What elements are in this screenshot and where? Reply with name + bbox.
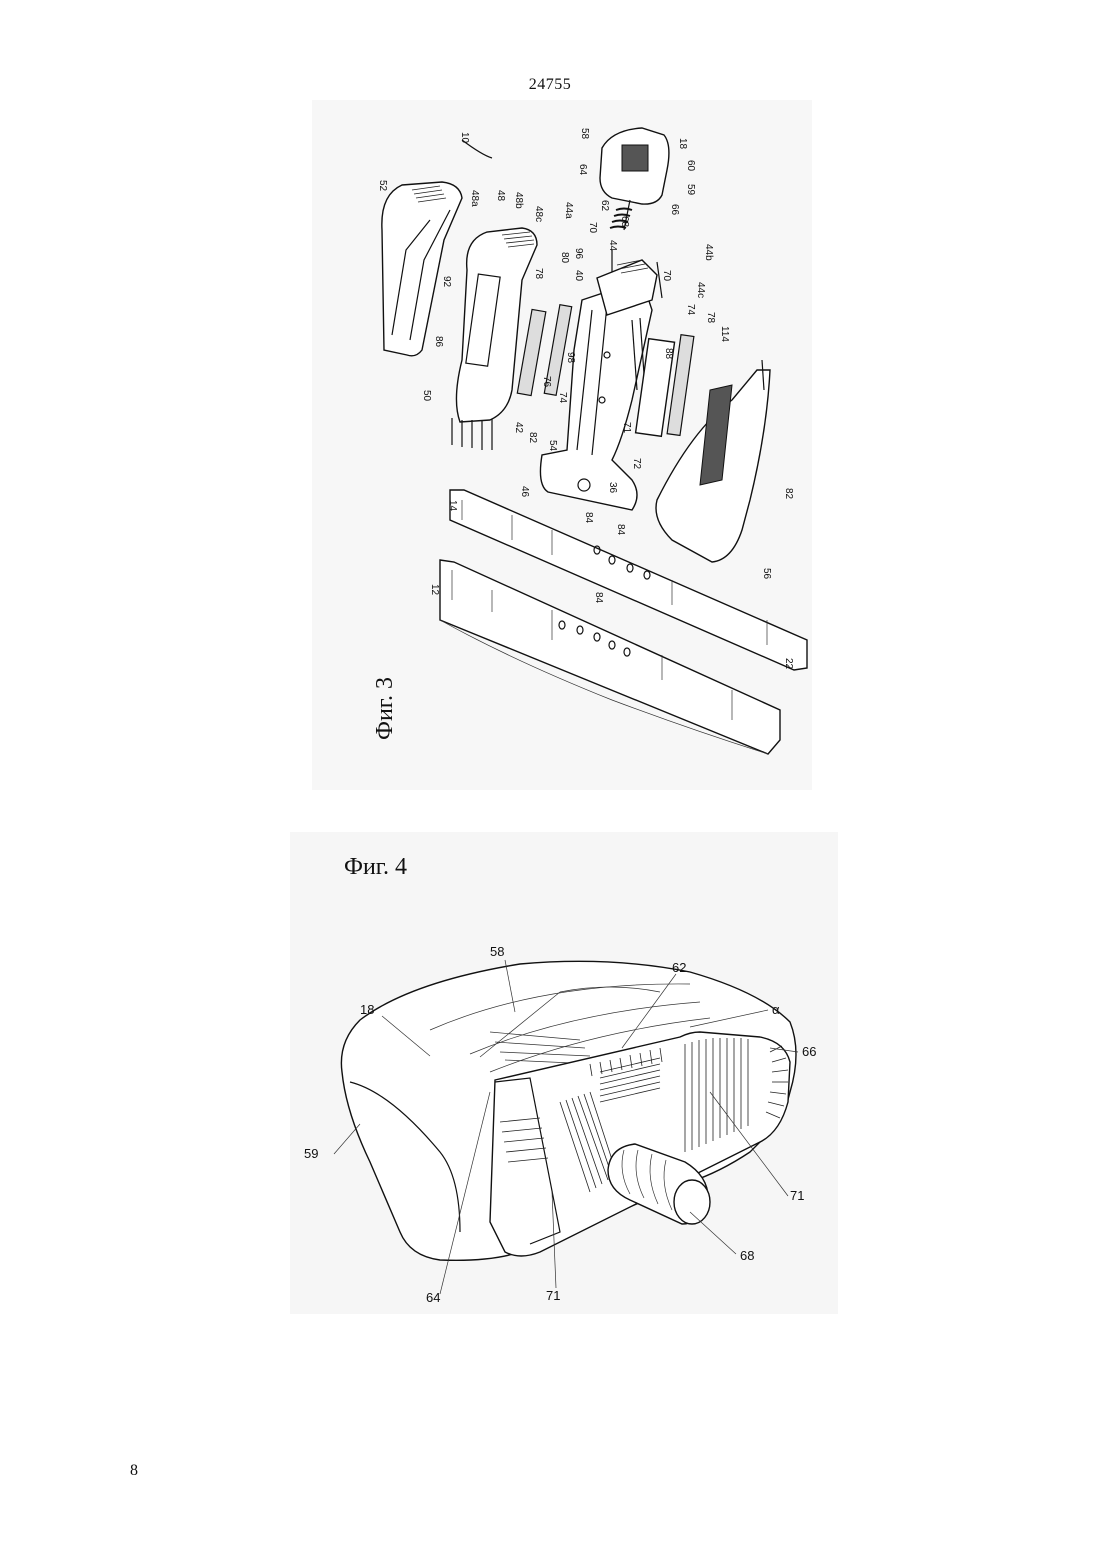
label-66: 66 xyxy=(669,204,680,216)
label-76: 76 xyxy=(541,376,552,388)
label-56: 56 xyxy=(761,568,772,580)
label-62: 62 xyxy=(672,960,686,975)
label-22: 22 xyxy=(783,658,794,670)
label-52: 52 xyxy=(377,180,388,192)
label-12: 12 xyxy=(429,584,440,596)
label-42: 42 xyxy=(513,422,524,434)
label-46: 46 xyxy=(519,486,530,498)
label-71: 71 xyxy=(621,422,632,434)
label-48a: 48a xyxy=(469,190,480,207)
figure-3-drawing: Фиг. 3 xyxy=(312,100,812,790)
label-64: 64 xyxy=(426,1290,440,1305)
label-74-right: 74 xyxy=(685,304,696,316)
figure-4: Фиг. 4 xyxy=(290,832,838,1314)
label-68: 68 xyxy=(619,216,630,228)
label-alpha: α xyxy=(772,1002,780,1017)
label-68: 68 xyxy=(740,1248,754,1263)
label-58: 58 xyxy=(490,944,504,959)
label-66: 66 xyxy=(802,1044,816,1059)
label-70-top: 70 xyxy=(587,222,598,234)
label-80: 80 xyxy=(559,252,570,264)
label-84-mid: 84 xyxy=(615,524,626,536)
label-78-right: 78 xyxy=(705,312,716,324)
label-40: 40 xyxy=(573,270,584,282)
label-48c: 48c xyxy=(533,206,544,222)
label-10: 10 xyxy=(459,132,470,144)
figure-4-drawing: Фиг. 4 xyxy=(290,832,838,1314)
label-36: 36 xyxy=(607,482,618,494)
cap-18 xyxy=(600,128,669,230)
label-62: 62 xyxy=(599,200,610,212)
label-96: 96 xyxy=(573,248,584,260)
label-114: 114 xyxy=(719,326,730,342)
handle-48 xyxy=(452,228,537,450)
label-14: 14 xyxy=(447,500,458,512)
label-71-right: 71 xyxy=(790,1188,804,1203)
label-48: 48 xyxy=(495,190,506,202)
label-48b: 48b xyxy=(513,192,524,209)
label-59: 59 xyxy=(685,184,696,196)
label-88: 88 xyxy=(663,348,674,360)
label-18: 18 xyxy=(360,1002,374,1017)
label-54: 54 xyxy=(547,440,558,452)
label-59: 59 xyxy=(304,1146,318,1161)
label-60: 60 xyxy=(685,160,696,172)
figure-4-title: Фиг. 4 xyxy=(344,854,407,880)
label-44: 44 xyxy=(607,240,618,252)
label-82-top: 82 xyxy=(527,432,538,444)
label-58: 58 xyxy=(579,128,590,140)
label-84-top: 84 xyxy=(583,512,594,524)
label-70-right: 70 xyxy=(661,270,672,282)
label-18: 18 xyxy=(677,138,688,150)
label-82-right: 82 xyxy=(783,488,794,500)
handle-52 xyxy=(382,182,462,356)
page-number-bottom: 8 xyxy=(130,1462,138,1480)
label-74-left: 74 xyxy=(557,392,568,404)
label-78-left: 78 xyxy=(533,268,544,280)
label-86: 86 xyxy=(433,336,444,348)
label-44a: 44a xyxy=(563,202,574,219)
label-44b: 44b xyxy=(703,244,714,261)
label-50: 50 xyxy=(421,390,432,402)
label-64: 64 xyxy=(577,164,588,176)
label-84-bottom: 84 xyxy=(593,592,604,604)
label-92: 92 xyxy=(441,276,452,288)
label-98: 98 xyxy=(565,352,576,364)
label-44c: 44c xyxy=(695,282,706,298)
figure-3-title: Фиг. 3 xyxy=(372,677,398,740)
page-number-top: 24755 xyxy=(0,76,1100,94)
label-71-bottom: 71 xyxy=(546,1288,560,1303)
figure-3: Фиг. 3 xyxy=(312,100,812,790)
label-72: 72 xyxy=(631,458,642,470)
